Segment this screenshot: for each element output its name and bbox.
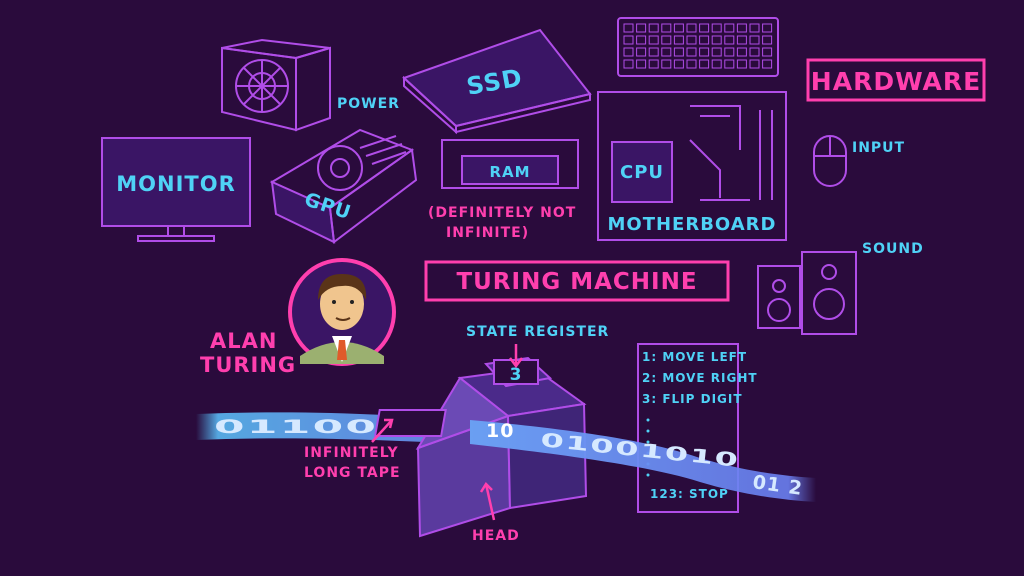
tape-arrow bbox=[371, 418, 394, 443]
keyboard-key bbox=[686, 59, 697, 69]
state-arrow bbox=[509, 344, 523, 369]
sound-label: SOUND bbox=[862, 241, 924, 257]
keyboard-key bbox=[762, 47, 773, 57]
keyboard-key bbox=[699, 59, 710, 69]
ram-icon: RAM bbox=[441, 139, 579, 189]
alan-turing-portrait bbox=[288, 258, 396, 366]
keyboard-key bbox=[623, 23, 634, 33]
monitor-icon: MONITOR bbox=[101, 137, 251, 242]
alan-label-line1: ALAN bbox=[210, 329, 277, 353]
tape-label-line1: INFINITELY bbox=[304, 445, 399, 461]
keyboard-key bbox=[762, 23, 773, 33]
gpu-icon: GPU bbox=[269, 128, 418, 244]
power-supply-icon bbox=[221, 38, 331, 132]
rule-stop: 123: STOP bbox=[650, 487, 729, 501]
keyboard-key bbox=[762, 59, 773, 69]
turing-machine-title: TURING MACHINE bbox=[424, 260, 730, 302]
keyboard-key bbox=[636, 47, 647, 57]
keyboard-key bbox=[636, 23, 647, 33]
state-register-box: 3 bbox=[483, 356, 553, 388]
state-value: 3 bbox=[510, 365, 523, 385]
keyboard-key bbox=[661, 47, 672, 57]
keyboard-key bbox=[724, 59, 735, 69]
keyboard-icon bbox=[617, 17, 779, 77]
head-arrow bbox=[479, 482, 496, 521]
ellipsis-dot bbox=[646, 440, 650, 444]
svg-text:HARDWARE: HARDWARE bbox=[811, 67, 981, 96]
svg-text:TURING MACHINE: TURING MACHINE bbox=[456, 269, 697, 295]
ram-note-line1: (DEFINITELY NOT bbox=[428, 205, 576, 221]
keyboard-key bbox=[623, 35, 634, 45]
ram-note-line2: INFINITE) bbox=[446, 225, 529, 241]
keyboard-key bbox=[686, 35, 697, 45]
keyboard-key bbox=[661, 35, 672, 45]
keyboard-key bbox=[736, 59, 747, 69]
keyboard-key bbox=[648, 23, 659, 33]
keyboard-key bbox=[686, 23, 697, 33]
keyboard-key bbox=[699, 35, 710, 45]
head-label: HEAD bbox=[472, 528, 520, 544]
keyboard-key bbox=[623, 59, 634, 69]
tape-digits-head: 10 bbox=[486, 420, 514, 442]
power-label: POWER bbox=[337, 96, 400, 112]
keyboard-key bbox=[686, 47, 697, 57]
keyboard-key bbox=[673, 47, 684, 57]
tape-label-line2: LONG TAPE bbox=[304, 465, 401, 481]
keyboard-key bbox=[749, 47, 760, 57]
cpu-label: CPU bbox=[620, 162, 664, 183]
input-label: INPUT bbox=[852, 140, 905, 156]
keyboard-key bbox=[724, 35, 735, 45]
ssd-icon: SSD bbox=[402, 28, 592, 135]
keyboard-key bbox=[724, 23, 735, 33]
rule-2: 2: MOVE RIGHT bbox=[642, 371, 758, 385]
keyboard-key bbox=[648, 59, 659, 69]
keyboard-key bbox=[648, 35, 659, 45]
speakers-icon bbox=[757, 251, 857, 335]
keyboard-key bbox=[711, 59, 722, 69]
keyboard-key bbox=[724, 47, 735, 57]
keyboard-key bbox=[749, 35, 760, 45]
keyboard-key bbox=[636, 59, 647, 69]
keyboard-key bbox=[673, 23, 684, 33]
keyboard-key bbox=[673, 59, 684, 69]
motherboard-icon: CPU MOTHERBOARD bbox=[597, 91, 787, 241]
ellipsis-dot bbox=[646, 429, 650, 433]
state-register-label: STATE REGISTER bbox=[466, 324, 609, 340]
keyboard-key bbox=[661, 23, 672, 33]
keyboard-key bbox=[736, 23, 747, 33]
keyboard-key bbox=[661, 59, 672, 69]
keyboard-key bbox=[711, 35, 722, 45]
keyboard-key bbox=[623, 47, 634, 57]
keyboard-key bbox=[749, 59, 760, 69]
keyboard-key bbox=[699, 23, 710, 33]
mouse-icon bbox=[813, 135, 847, 187]
keyboard-key bbox=[749, 23, 760, 33]
keyboard-key bbox=[736, 35, 747, 45]
keyboard-key bbox=[636, 35, 647, 45]
monitor-label: MONITOR bbox=[116, 172, 236, 196]
ram-label: RAM bbox=[489, 163, 530, 181]
rule-1: 1: MOVE LEFT bbox=[642, 350, 747, 364]
keyboard-key bbox=[711, 47, 722, 57]
keyboard-key bbox=[699, 47, 710, 57]
motherboard-label: MOTHERBOARD bbox=[608, 214, 777, 235]
ellipsis-dot bbox=[646, 473, 650, 477]
keyboard-key bbox=[711, 23, 722, 33]
keyboard-key bbox=[648, 47, 659, 57]
alan-label-line2: TURING bbox=[200, 353, 296, 377]
keyboard-key bbox=[736, 47, 747, 57]
keyboard-key bbox=[762, 35, 773, 45]
hardware-title: HARDWARE bbox=[806, 58, 986, 102]
rule-3: 3: FLIP DIGIT bbox=[642, 392, 743, 406]
keyboard-key bbox=[673, 35, 684, 45]
ellipsis-dot bbox=[646, 418, 650, 422]
